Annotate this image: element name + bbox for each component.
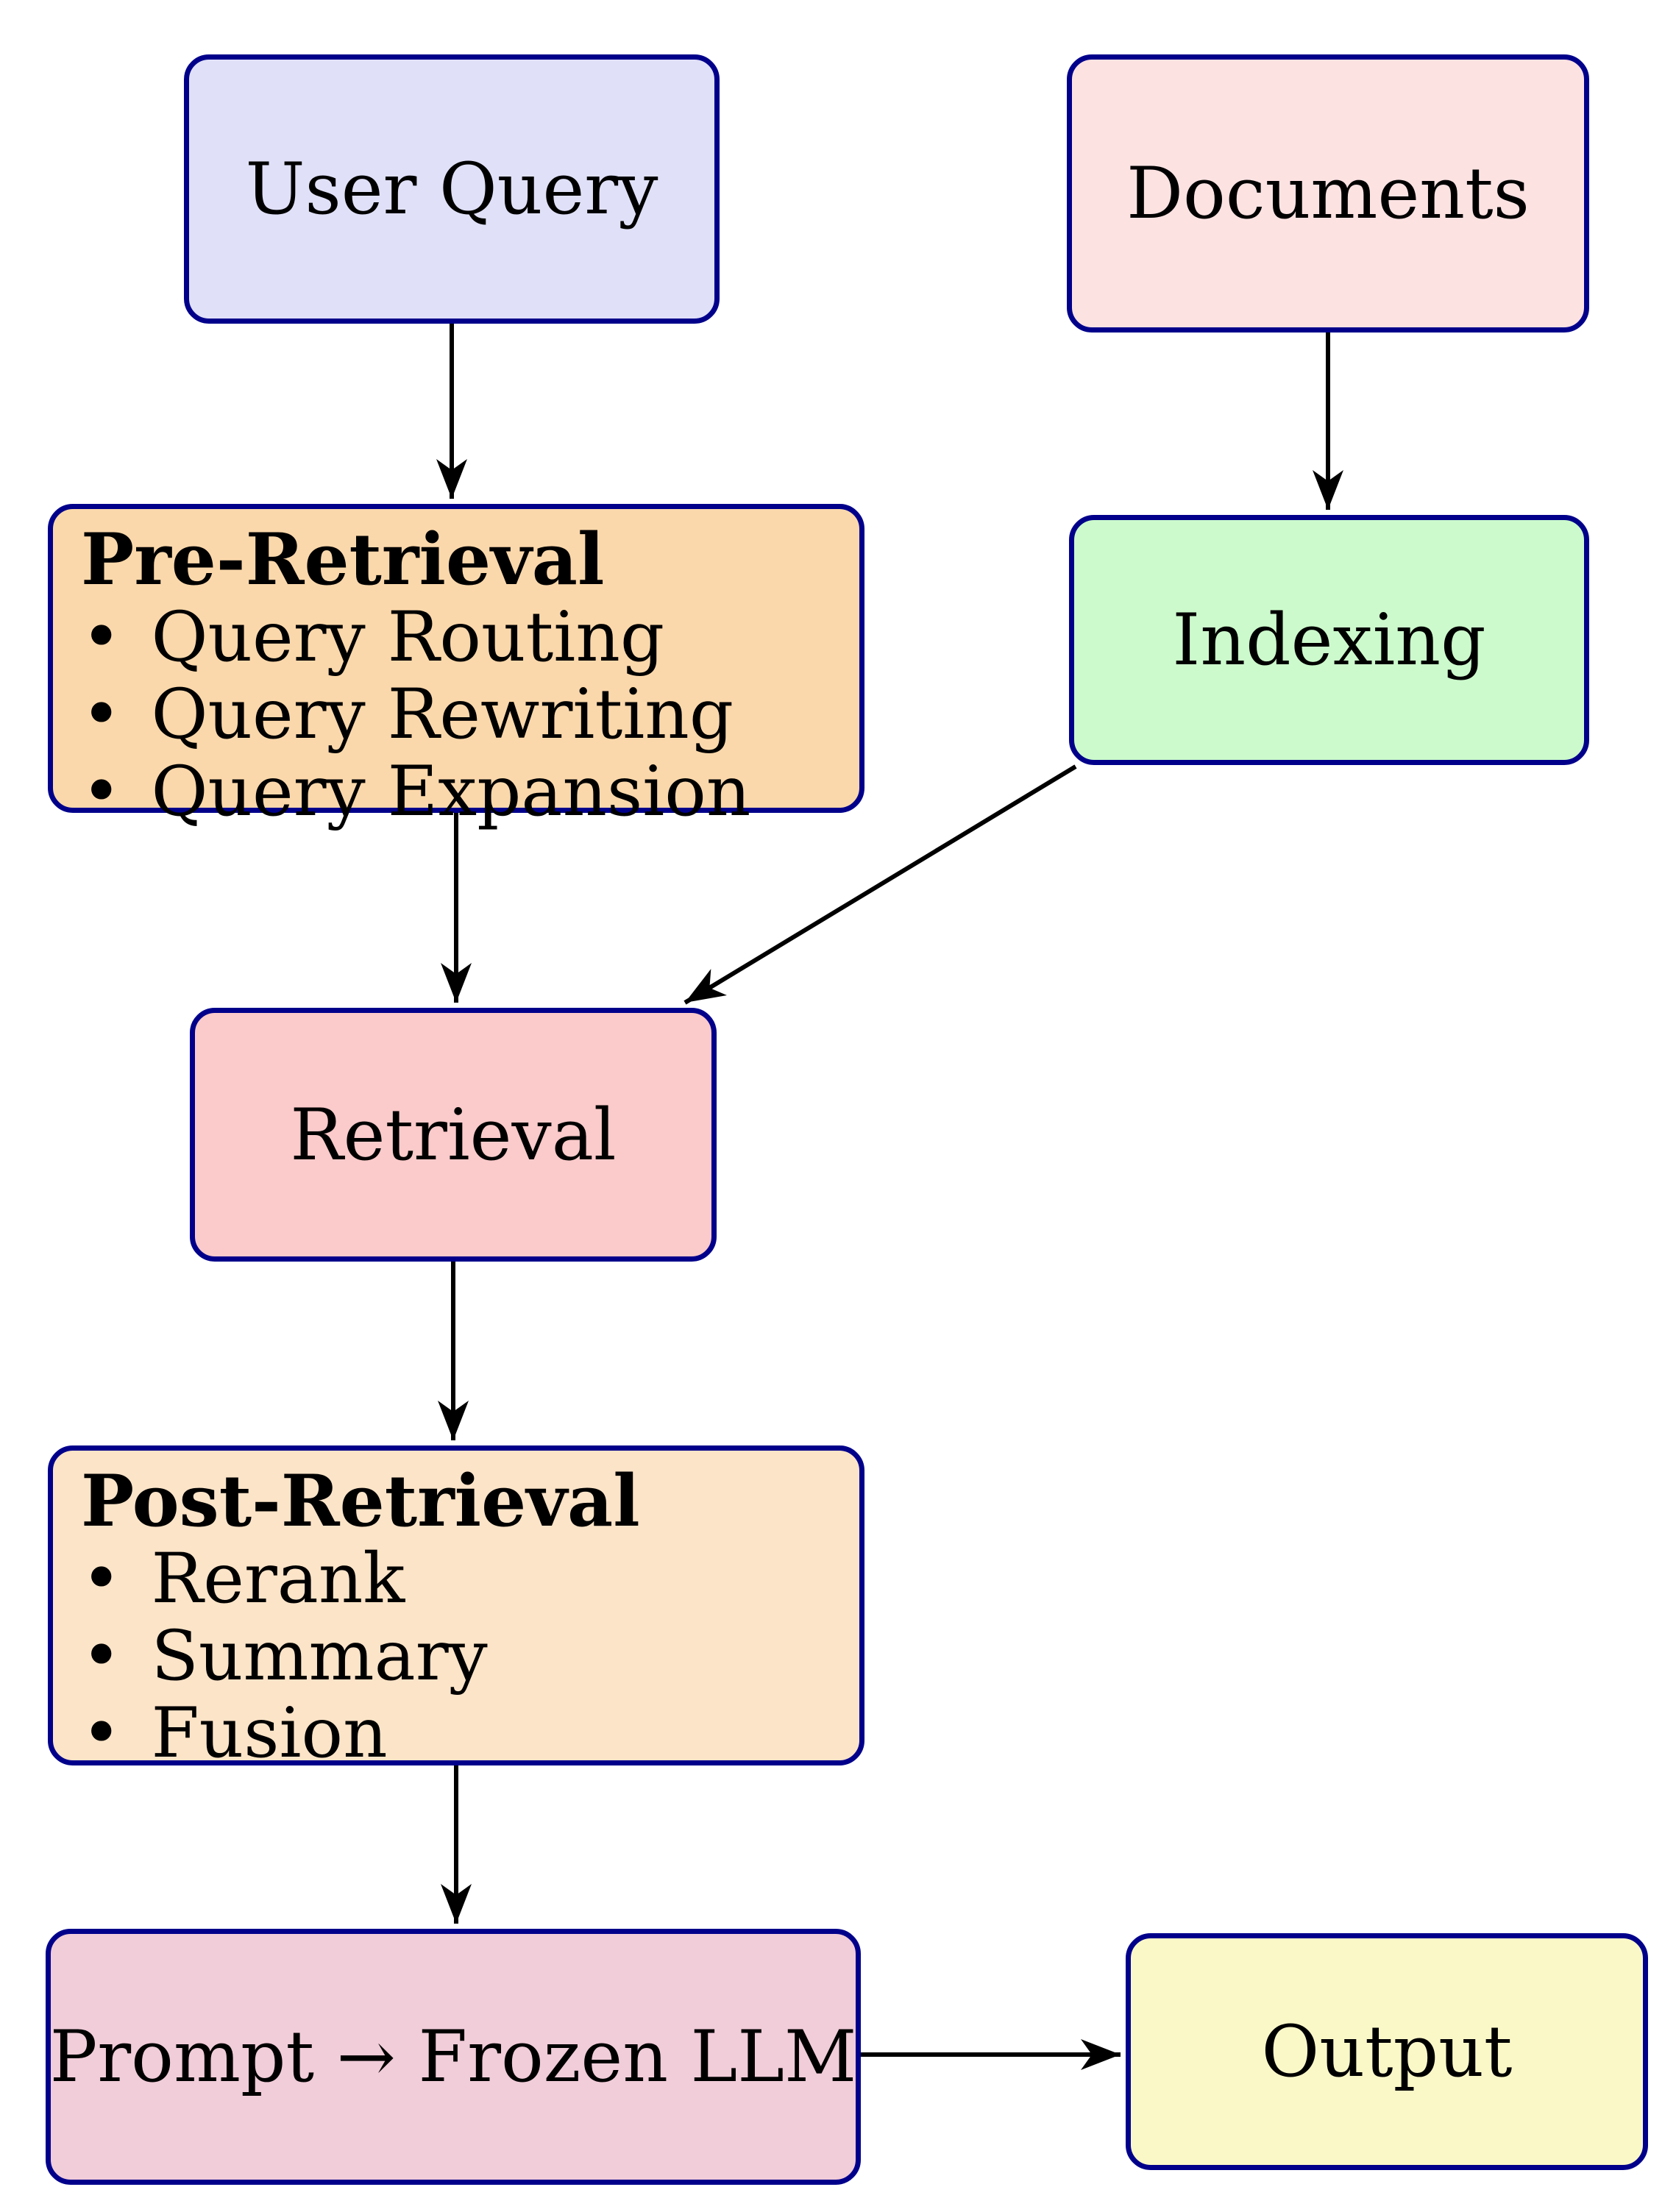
list-item: • Query Rewriting (81, 674, 834, 755)
node-prompt-frozen-llm: Prompt → Frozen LLM (46, 1929, 861, 2185)
list-item-label: Summary (151, 1615, 488, 1696)
bullet-icon: • (81, 597, 122, 678)
list-item: • Query Expansion (81, 753, 834, 831)
node-documents: Documents (1067, 54, 1589, 332)
node-output: Output (1126, 1933, 1648, 2170)
node-indexing-label: Indexing (1172, 599, 1486, 681)
bullet-icon: • (81, 752, 122, 833)
node-output-label: Output (1261, 2010, 1513, 2093)
bullet-icon: • (81, 1693, 122, 1774)
node-post-retrieval-title: Post-Retrieval (81, 1459, 640, 1543)
node-retrieval-label: Retrieval (290, 1093, 617, 1176)
list-item-label: Query Rewriting (151, 674, 734, 755)
node-documents-label: Documents (1126, 152, 1530, 235)
node-user-query: User Query (184, 54, 720, 324)
list-item-label: Query Routing (151, 597, 665, 678)
list-item: • Query Routing (81, 597, 834, 678)
list-item-label: Fusion (151, 1693, 388, 1774)
bullet-icon: • (81, 1538, 122, 1619)
bullet-icon: • (81, 674, 122, 755)
node-prompt-frozen-llm-label: Prompt → Frozen LLM (49, 2016, 857, 2098)
list-item-label: Rerank (151, 1538, 405, 1619)
node-post-retrieval: Post-Retrieval • Rerank • Summary • Fusi… (48, 1445, 864, 1772)
node-retrieval: Retrieval (190, 1008, 717, 1262)
list-item: • Fusion (81, 1693, 834, 1774)
list-item: • Rerank (81, 1540, 834, 1618)
node-indexing: Indexing (1069, 515, 1589, 765)
bullet-icon: • (81, 1615, 122, 1696)
node-pre-retrieval-title: Pre-Retrieval (81, 518, 605, 601)
list-item-label: Query Expansion (151, 752, 751, 833)
list-item: • Summary (81, 1615, 834, 1696)
node-pre-retrieval: Pre-Retrieval • Query Routing • Query Re… (48, 504, 864, 831)
node-user-query-label: User Query (245, 148, 658, 230)
